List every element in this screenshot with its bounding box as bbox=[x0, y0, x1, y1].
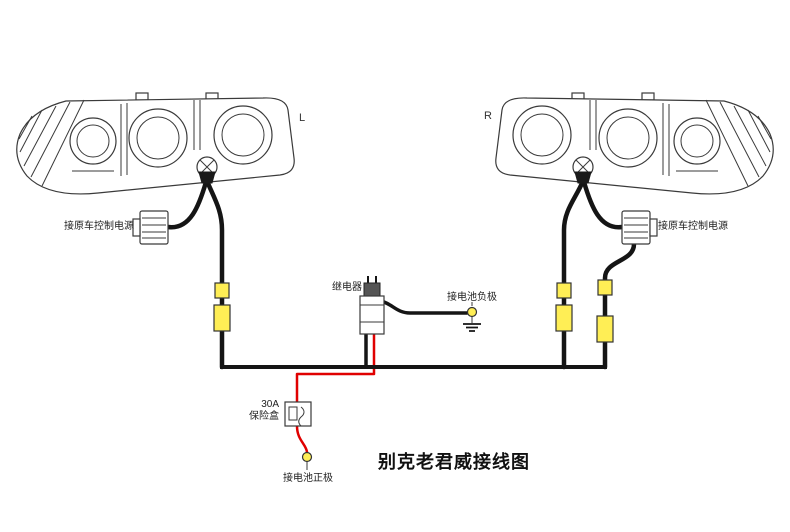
ground-symbol bbox=[463, 323, 481, 332]
right-socket-down-wire bbox=[561, 178, 586, 370]
battery-negative-terminal bbox=[463, 302, 481, 332]
right-lamp-openings bbox=[512, 105, 721, 168]
battery-positive-terminal bbox=[301, 451, 313, 470]
left-lamp-hatching bbox=[18, 99, 85, 187]
relay-to-fuse-wire bbox=[295, 332, 376, 404]
relay-top-stubs bbox=[367, 276, 377, 283]
right-connector-to-socket-wire bbox=[581, 179, 625, 230]
right-lamp-dividers bbox=[589, 100, 718, 176]
right-inline-b-upper bbox=[597, 279, 613, 296]
left-power-connector bbox=[132, 210, 169, 245]
left-inline-connector bbox=[213, 282, 231, 332]
battery-positive-label: 接电池正极 bbox=[283, 471, 333, 484]
right-inline-connector-a bbox=[555, 282, 573, 332]
right-bulb-socket bbox=[572, 156, 594, 184]
battery-negative-label: 接电池负极 bbox=[447, 290, 497, 303]
relay-body bbox=[359, 295, 385, 335]
right-connector-down-wire bbox=[602, 241, 637, 370]
fuse-element bbox=[298, 406, 305, 427]
left-lamp-letter: L bbox=[299, 112, 305, 124]
left-lamp-tab bbox=[135, 92, 149, 101]
power-wires-red bbox=[295, 332, 376, 454]
left-inline-connector-lower bbox=[213, 304, 231, 332]
left-inline-connector-upper bbox=[214, 282, 230, 299]
relay-body-detail bbox=[360, 304, 384, 323]
right-inline-connector-b bbox=[596, 279, 614, 343]
left-power-label: 接原车控制电源 bbox=[64, 219, 134, 232]
fuse-amp-label: 30A bbox=[261, 399, 279, 410]
battery-positive-ring bbox=[301, 451, 313, 463]
harness-wires-black bbox=[165, 178, 637, 370]
left-lamp-openings bbox=[69, 105, 273, 168]
fuse-box-inner bbox=[288, 406, 298, 421]
relay-top-plug bbox=[363, 282, 381, 298]
left-socket-down-wire bbox=[204, 178, 225, 370]
right-inline-b-lower bbox=[596, 315, 614, 343]
right-lamp-tab bbox=[641, 92, 655, 101]
left-connector-to-socket-wire bbox=[165, 179, 209, 230]
fuse-box bbox=[284, 401, 312, 427]
left-lamp-dividers bbox=[72, 100, 201, 176]
right-lamp-letter: R bbox=[484, 110, 492, 122]
fuse-name-label: 保险盒 bbox=[249, 409, 279, 422]
right-power-label: 接原车控制电源 bbox=[658, 219, 728, 232]
fuse-to-battery-wire bbox=[295, 424, 309, 454]
right-power-connector bbox=[621, 210, 658, 245]
battery-negative-ring bbox=[466, 306, 478, 318]
right-lamp-hatching bbox=[705, 99, 772, 187]
relay-label: 继电器 bbox=[332, 280, 362, 293]
left-bulb-socket bbox=[196, 156, 218, 184]
left-lamp-assembly bbox=[16, 92, 295, 195]
relay bbox=[359, 276, 385, 335]
right-lamp-assembly bbox=[495, 92, 774, 195]
right-inline-a-upper bbox=[556, 282, 572, 299]
diagram-title: 别克老君威接线图 bbox=[377, 451, 530, 472]
right-inline-a-lower bbox=[555, 304, 573, 332]
